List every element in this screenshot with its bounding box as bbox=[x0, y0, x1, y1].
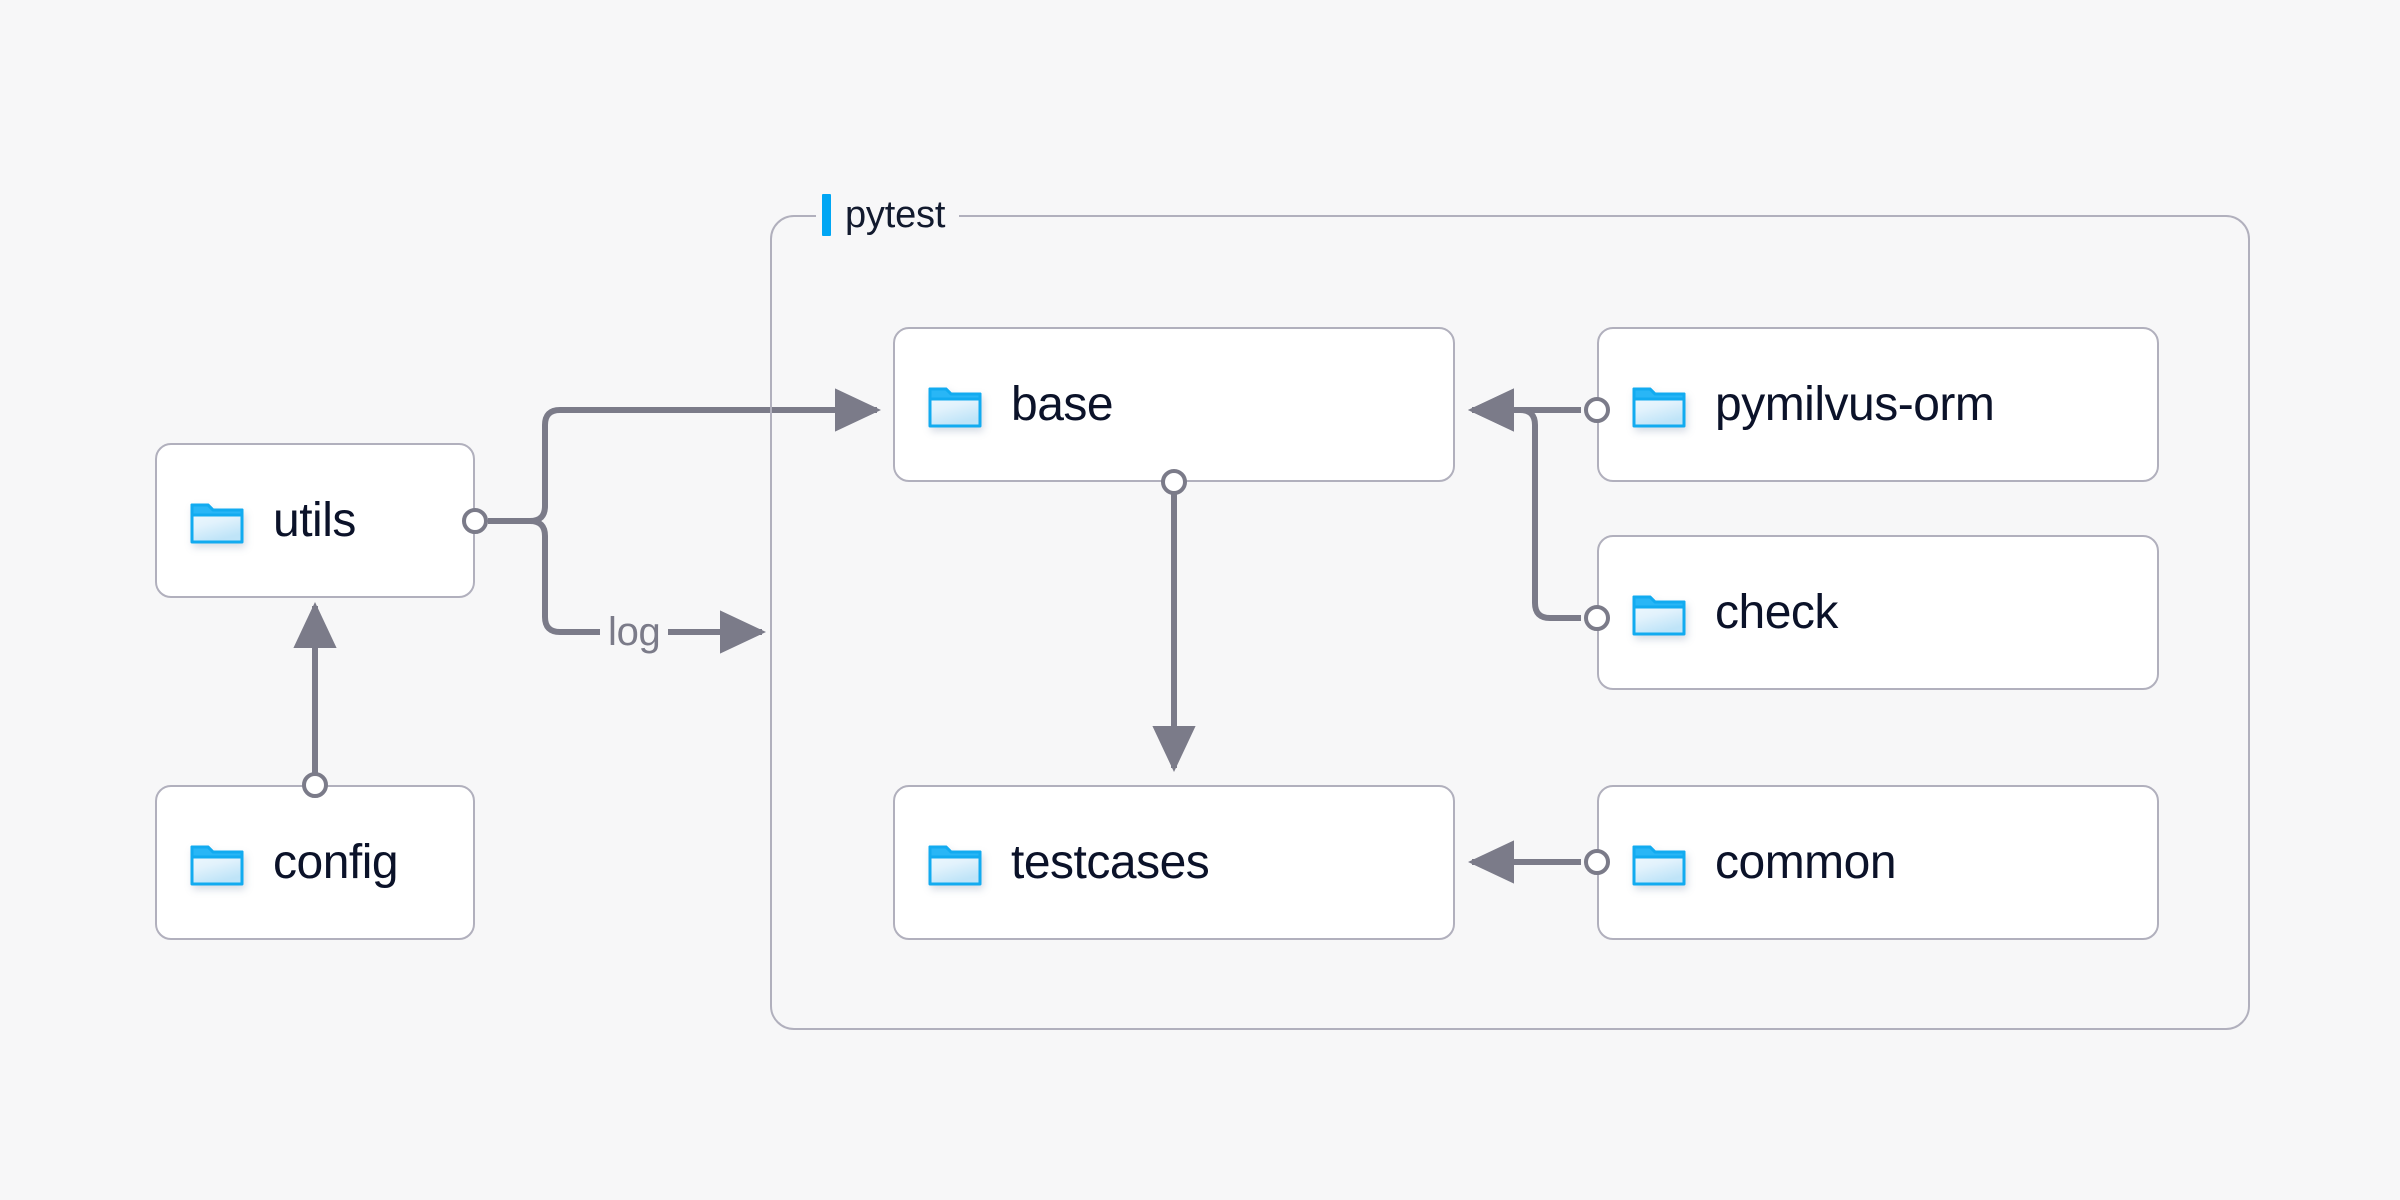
folder-icon bbox=[1632, 845, 1686, 885]
node-label: config bbox=[273, 835, 399, 889]
folder-icon bbox=[1632, 595, 1686, 635]
folder-icon bbox=[928, 845, 982, 885]
port-common-left[interactable] bbox=[1584, 849, 1610, 875]
pytest-group-label[interactable]: pytest bbox=[816, 192, 960, 238]
edge-label-log[interactable]: log bbox=[600, 612, 669, 652]
folder-icon bbox=[190, 845, 244, 885]
node-label: utils bbox=[273, 493, 356, 547]
node-config[interactable]: config bbox=[155, 785, 475, 940]
port-check-left[interactable] bbox=[1584, 605, 1610, 631]
node-utils[interactable]: utils bbox=[155, 443, 475, 598]
port-utils-right[interactable] bbox=[462, 508, 488, 534]
pytest-group-container[interactable] bbox=[770, 215, 2250, 1030]
node-base[interactable]: base bbox=[893, 327, 1455, 482]
node-common[interactable]: common bbox=[1597, 785, 2159, 940]
node-label: common bbox=[1715, 835, 1897, 889]
port-base-bottom[interactable] bbox=[1161, 469, 1187, 495]
node-label: pymilvus-orm bbox=[1715, 377, 1995, 431]
node-label: base bbox=[1011, 377, 1114, 431]
port-config-top[interactable] bbox=[302, 772, 328, 798]
group-label-text: pytest bbox=[845, 193, 946, 236]
port-pymilvus-orm-left[interactable] bbox=[1584, 397, 1610, 423]
node-label: testcases bbox=[1011, 835, 1210, 889]
folder-icon bbox=[928, 387, 982, 427]
folder-icon bbox=[1632, 387, 1686, 427]
node-label: check bbox=[1715, 585, 1838, 639]
node-check[interactable]: check bbox=[1597, 535, 2159, 690]
group-accent-bar bbox=[822, 194, 831, 236]
node-testcases[interactable]: testcases bbox=[893, 785, 1455, 940]
node-pymilvus-orm[interactable]: pymilvus-orm bbox=[1597, 327, 2159, 482]
folder-icon bbox=[190, 503, 244, 543]
